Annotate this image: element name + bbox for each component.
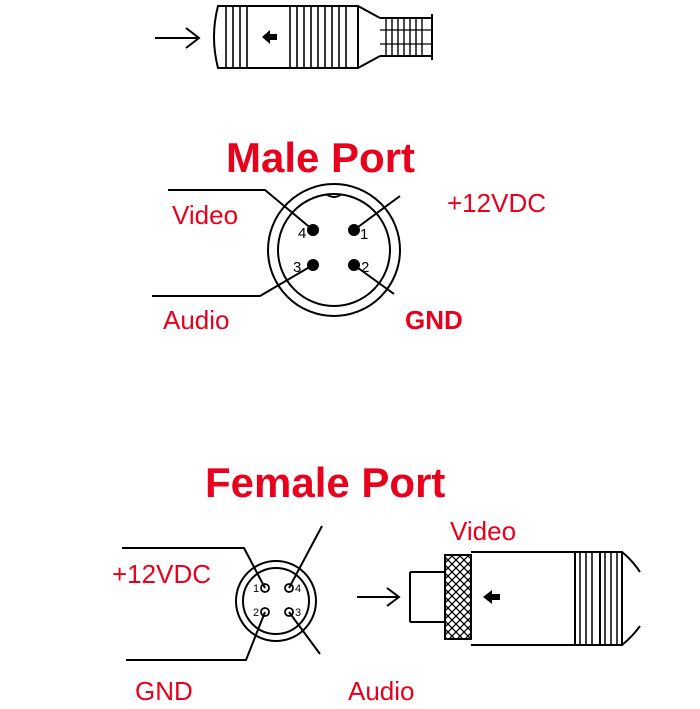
female-port-title: Female Port [205, 459, 446, 506]
female-pin-4 [284, 583, 294, 593]
female-pin-4-label: 4 [295, 583, 301, 595]
female-video-label: Video [450, 516, 517, 546]
male-pin-3-label: 3 [293, 259, 301, 276]
grip-ridges [225, 6, 347, 68]
female-pin-1-label: 1 [253, 583, 259, 595]
male-power-label: +12VDC [447, 188, 546, 218]
female-port-face: 1 4 2 3 [122, 525, 323, 661]
female-plug-drawing [357, 551, 641, 646]
male-leader-lines [152, 189, 401, 297]
male-pin-2-label: 2 [361, 259, 369, 276]
female-pin-3-label: 3 [295, 607, 301, 619]
key-arrow-icon-2 [483, 590, 500, 604]
male-gnd-label: GND [405, 305, 463, 335]
female-gnd-label: GND [135, 676, 193, 706]
female-power-label: +12VDC [112, 559, 211, 589]
insertion-arrow-icon-2 [357, 587, 401, 607]
male-key-notch [325, 193, 343, 198]
key-arrow-icon [262, 30, 277, 44]
male-port-face: 4 1 3 2 [152, 183, 401, 317]
male-audio-label: Audio [163, 305, 230, 335]
female-pin-1 [260, 583, 270, 593]
insertion-arrow-icon [155, 27, 201, 49]
female-pin-2-label: 2 [253, 607, 259, 619]
female-leader-lines [122, 525, 323, 661]
female-pin-2 [260, 607, 270, 617]
female-audio-label: Audio [348, 676, 415, 706]
male-pin-1-label: 1 [360, 226, 368, 243]
female-pin-3 [284, 607, 294, 617]
male-video-label: Video [172, 200, 239, 230]
male-port-title: Male Port [226, 134, 416, 181]
male-plug-drawing [155, 5, 433, 69]
male-pin-4-label: 4 [298, 225, 306, 242]
